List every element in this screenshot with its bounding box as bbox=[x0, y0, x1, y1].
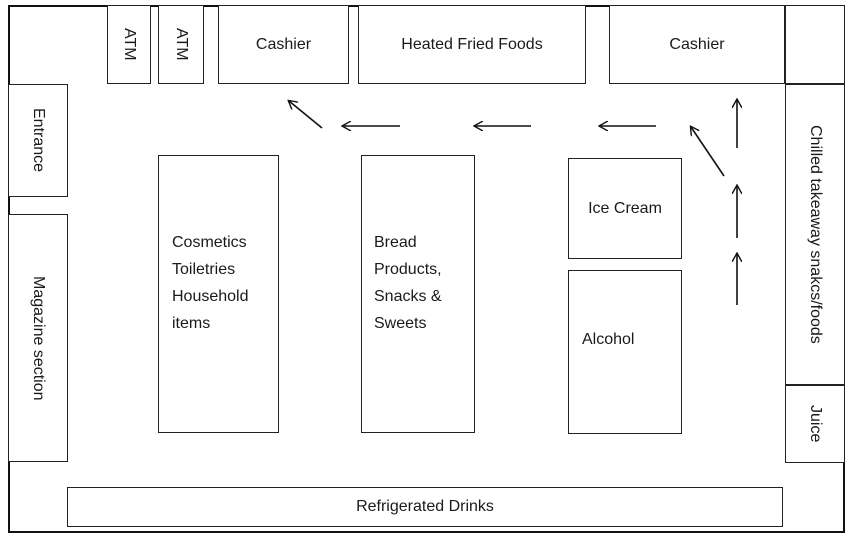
magazine-section: Magazine section bbox=[8, 214, 68, 462]
cashier-left: Cashier bbox=[218, 5, 349, 84]
alcohol-section: Alcohol bbox=[568, 270, 682, 434]
juice-section: Juice bbox=[785, 385, 845, 463]
top-right-corner bbox=[785, 5, 845, 84]
magazine-section-label: Magazine section bbox=[30, 275, 47, 401]
chilled-takeaway-label: Chilled takeaway snakcs/foods bbox=[807, 125, 824, 344]
juice-label: Juice bbox=[807, 405, 824, 443]
ice-cream-label: Ice Cream bbox=[588, 199, 662, 217]
atm-1: ATM bbox=[107, 5, 151, 84]
chilled-takeaway-section: Chilled takeaway snakcs/foods bbox=[785, 84, 845, 385]
ice-cream-section: Ice Cream bbox=[568, 158, 682, 259]
heated-fried-foods: Heated Fried Foods bbox=[358, 5, 586, 84]
entrance[interactable]: Entrance bbox=[8, 84, 68, 197]
atm-2: ATM bbox=[158, 5, 204, 84]
cashier-left-label: Cashier bbox=[255, 35, 312, 53]
heated-fried-foods-label: Heated Fried Foods bbox=[401, 35, 543, 53]
cosmetics-aisle-label: Cosmetics Toiletries Household items bbox=[172, 234, 249, 332]
entrance-label: Entrance bbox=[30, 108, 47, 173]
atm-2-label: ATM bbox=[173, 28, 190, 61]
refrigerated-drinks: Refrigerated Drinks bbox=[67, 487, 783, 527]
bread-aisle: Bread Products, Snacks & Sweets bbox=[361, 155, 475, 433]
cosmetics-aisle: Cosmetics Toiletries Household items bbox=[158, 155, 279, 433]
atm-1-label: ATM bbox=[121, 28, 138, 61]
alcohol-label: Alcohol bbox=[582, 331, 635, 348]
refrigerated-drinks-label: Refrigerated Drinks bbox=[356, 498, 494, 515]
cashier-right: Cashier bbox=[609, 5, 785, 84]
cashier-right-label: Cashier bbox=[669, 35, 725, 53]
bread-aisle-label: Bread Products, Snacks & Sweets bbox=[374, 234, 442, 332]
